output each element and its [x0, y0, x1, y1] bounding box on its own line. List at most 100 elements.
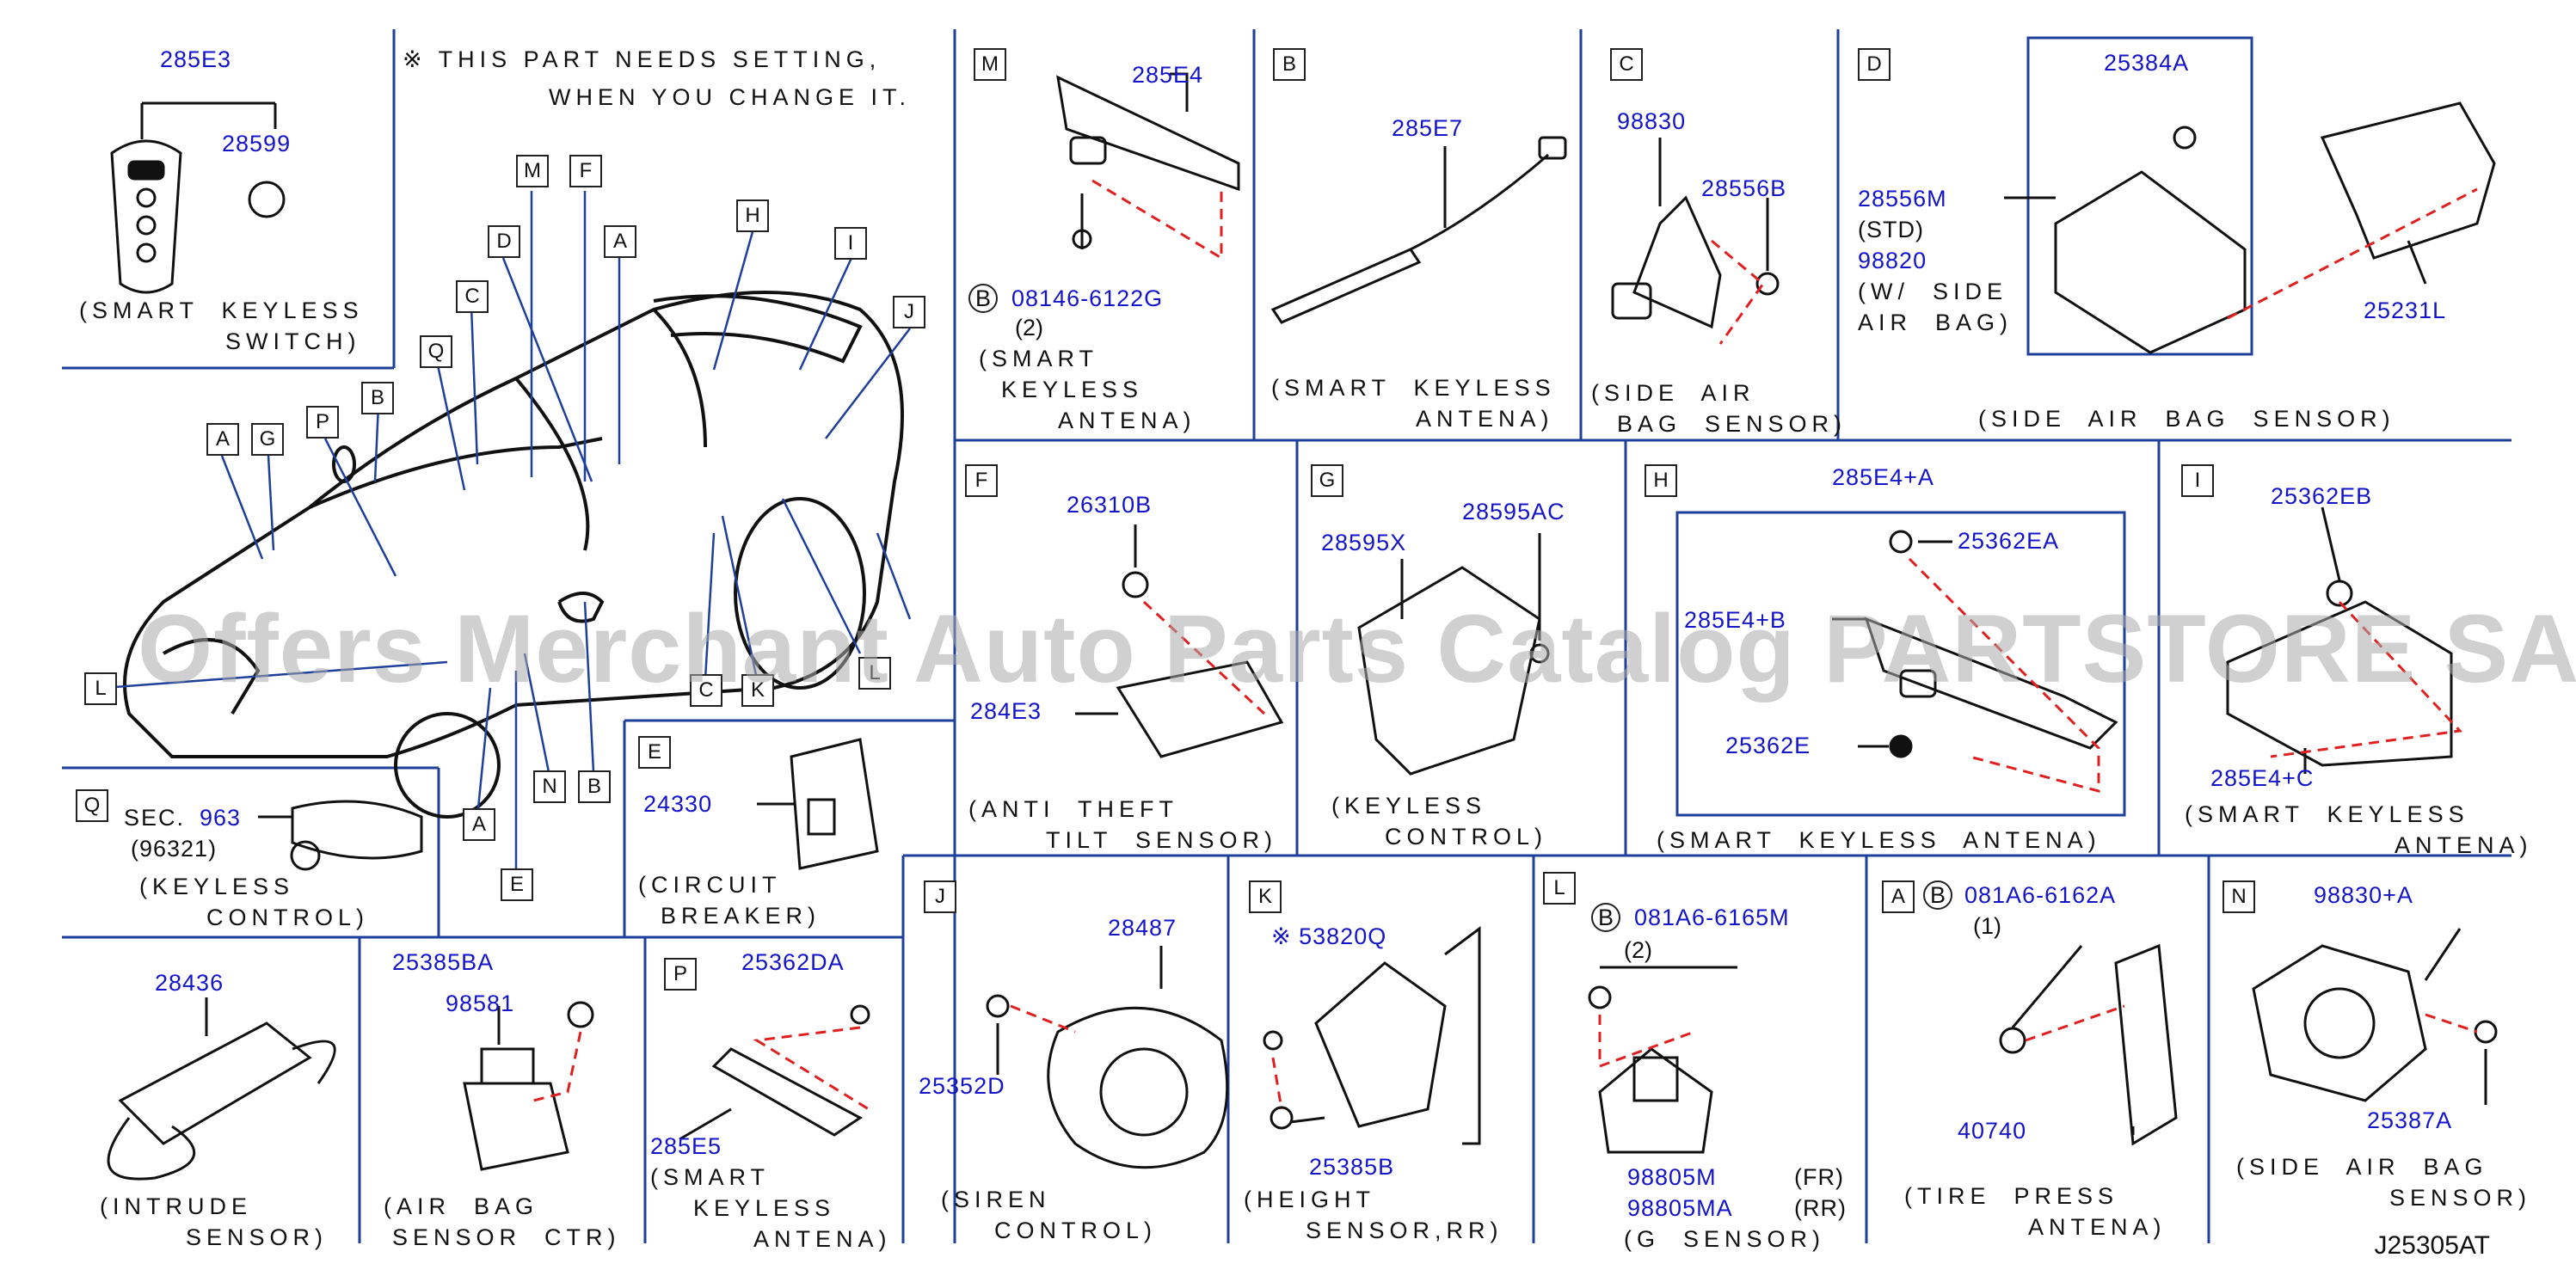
callout-e: E	[501, 868, 533, 901]
car-outline	[123, 291, 904, 819]
caption-g-1: (KEYLESS	[1331, 793, 1487, 819]
pn-26310B: 26310B	[1067, 492, 1153, 518]
pn-98830-A: 98830+A	[2314, 882, 2413, 908]
label-sec: SEC.	[124, 805, 186, 831]
pn-25362EA: 25362EA	[1958, 528, 2060, 554]
pn-53820Q: ※ 53820Q	[1271, 923, 1387, 949]
pn-98820: 98820	[1858, 248, 1927, 273]
callout-b-top: B	[361, 382, 394, 414]
pn-285E4-A: 285E4+A	[1832, 464, 1934, 490]
caption-m-2: KEYLESS	[1001, 377, 1144, 402]
caption-c-2: BAG SENSOR)	[1617, 411, 1847, 437]
panel-p-letter: P	[664, 958, 697, 991]
caption-p-2: KEYLESS	[693, 1195, 836, 1221]
pn-285E7: 285E7	[1392, 115, 1464, 141]
pn-28487: 28487	[1108, 915, 1177, 941]
caption-b-1: (SMART KEYLESS	[1271, 375, 1556, 401]
panel-g-letter: G	[1311, 464, 1343, 497]
pn-25387A: 25387A	[2367, 1107, 2453, 1133]
pn-285E4-B: 285E4+B	[1684, 607, 1786, 633]
caption-j-1: (SIREN	[941, 1187, 1051, 1212]
caption-e-2: BREAKER)	[661, 903, 821, 929]
panel-a-letter: A	[1882, 880, 1915, 913]
pn-25362E: 25362E	[1725, 733, 1811, 758]
callout-l-left: L	[84, 672, 117, 705]
pn-081A6-6162A: 081A6-6162A	[1964, 882, 2117, 908]
caption-q-2: CONTROL)	[206, 905, 369, 930]
pn-28599: 28599	[222, 131, 292, 156]
callout-b-low: B	[578, 770, 611, 803]
callout-h: H	[736, 199, 769, 232]
pn-40740: 40740	[1958, 1118, 2027, 1144]
circle-b-a: B	[1923, 880, 1952, 910]
label-rr: (RR)	[1794, 1195, 1847, 1221]
pn-98581: 98581	[446, 991, 515, 1016]
pn-28556M: 28556M	[1858, 186, 1947, 212]
pn-285E3: 285E3	[160, 46, 232, 72]
pn-28556B: 28556B	[1701, 175, 1787, 201]
callout-n: N	[533, 770, 566, 803]
pn-25385BA: 25385BA	[392, 949, 495, 975]
caption-k-1: (HEIGHT	[1244, 1187, 1375, 1212]
pn-25231L: 25231L	[2364, 298, 2447, 323]
pn-285E4-C: 285E4+C	[2210, 765, 2315, 791]
caption-keyless-switch-2: SWITCH)	[225, 328, 361, 354]
pn-25352D: 25352D	[919, 1073, 1005, 1099]
callout-q: Q	[420, 335, 452, 368]
panel-f-letter: F	[965, 464, 998, 497]
caption-n-2: SENSOR)	[2389, 1185, 2532, 1211]
qty-m: (2)	[1015, 315, 1043, 340]
pn-98805MA: 98805MA	[1627, 1195, 1733, 1221]
panel-e-letter: E	[638, 736, 671, 769]
callout-k: K	[741, 674, 774, 707]
caption-n-1: (SIDE AIR BAG	[2236, 1154, 2488, 1180]
panel-b-letter: B	[1273, 48, 1306, 81]
pn-98805M: 98805M	[1627, 1164, 1717, 1190]
pn-285E5: 285E5	[650, 1133, 722, 1159]
caption-m-3: ANTENA)	[1058, 408, 1196, 433]
pn-284E3: 284E3	[970, 698, 1042, 724]
panel-d-letter: D	[1858, 48, 1891, 81]
label-w-side: (W/ SIDE	[1858, 279, 2007, 304]
caption-i-1: (SMART KEYLESS	[2185, 801, 2469, 827]
circle-b-l: B	[1591, 903, 1620, 932]
caption-g-2: CONTROL)	[1385, 824, 1547, 850]
caption-d: (SIDE AIR BAG SENSOR)	[1978, 406, 2395, 432]
pn-98830: 98830	[1617, 108, 1687, 134]
panel-i-letter: I	[2181, 464, 2214, 497]
callout-j: J	[893, 296, 925, 328]
pn-25362DA: 25362DA	[741, 949, 845, 975]
qty-l: (2)	[1624, 937, 1652, 963]
panel-h-letter: H	[1645, 464, 1677, 497]
caption-keyless-switch-1: (SMART KEYLESS	[79, 298, 364, 323]
pn-28595AC: 28595AC	[1462, 499, 1565, 525]
callout-f: F	[569, 155, 602, 187]
caption-b-2: ANTENA)	[1416, 406, 1554, 432]
callout-a-low: A	[463, 808, 495, 841]
caption-intrude-1: (INTRUDE	[100, 1193, 252, 1219]
pn-25384A: 25384A	[2104, 50, 2190, 76]
panel-j-letter: J	[924, 880, 956, 913]
callout-l-right: L	[858, 657, 891, 690]
caption-k-2: SENSOR,RR)	[1306, 1218, 1503, 1243]
pn-081A6-6165M: 081A6-6165M	[1634, 905, 1790, 930]
caption-l: (G SENSOR)	[1624, 1226, 1826, 1252]
panel-l-letter: L	[1543, 872, 1576, 905]
caption-c-1: (SIDE AIR	[1591, 380, 1755, 406]
callout-a-left: A	[206, 423, 239, 456]
caption-p-3: ANTENA)	[753, 1226, 892, 1252]
caption-h: (SMART KEYLESS ANTENA)	[1657, 827, 2101, 853]
label-std: (STD)	[1858, 217, 1924, 242]
circle-b-m: B	[968, 284, 998, 313]
panel-q-letter: Q	[76, 789, 108, 822]
callout-m: M	[516, 155, 549, 187]
panel-k-letter: K	[1249, 880, 1282, 913]
pn-25385B: 25385B	[1309, 1154, 1395, 1180]
callout-c-low: C	[690, 674, 722, 707]
pn-285E4: 285E4	[1132, 62, 1204, 88]
qty-a: (1)	[1973, 913, 2001, 939]
callout-p: P	[306, 406, 339, 439]
label-air-bag: AIR BAG)	[1858, 310, 2013, 335]
sec-963: 963	[200, 805, 242, 831]
